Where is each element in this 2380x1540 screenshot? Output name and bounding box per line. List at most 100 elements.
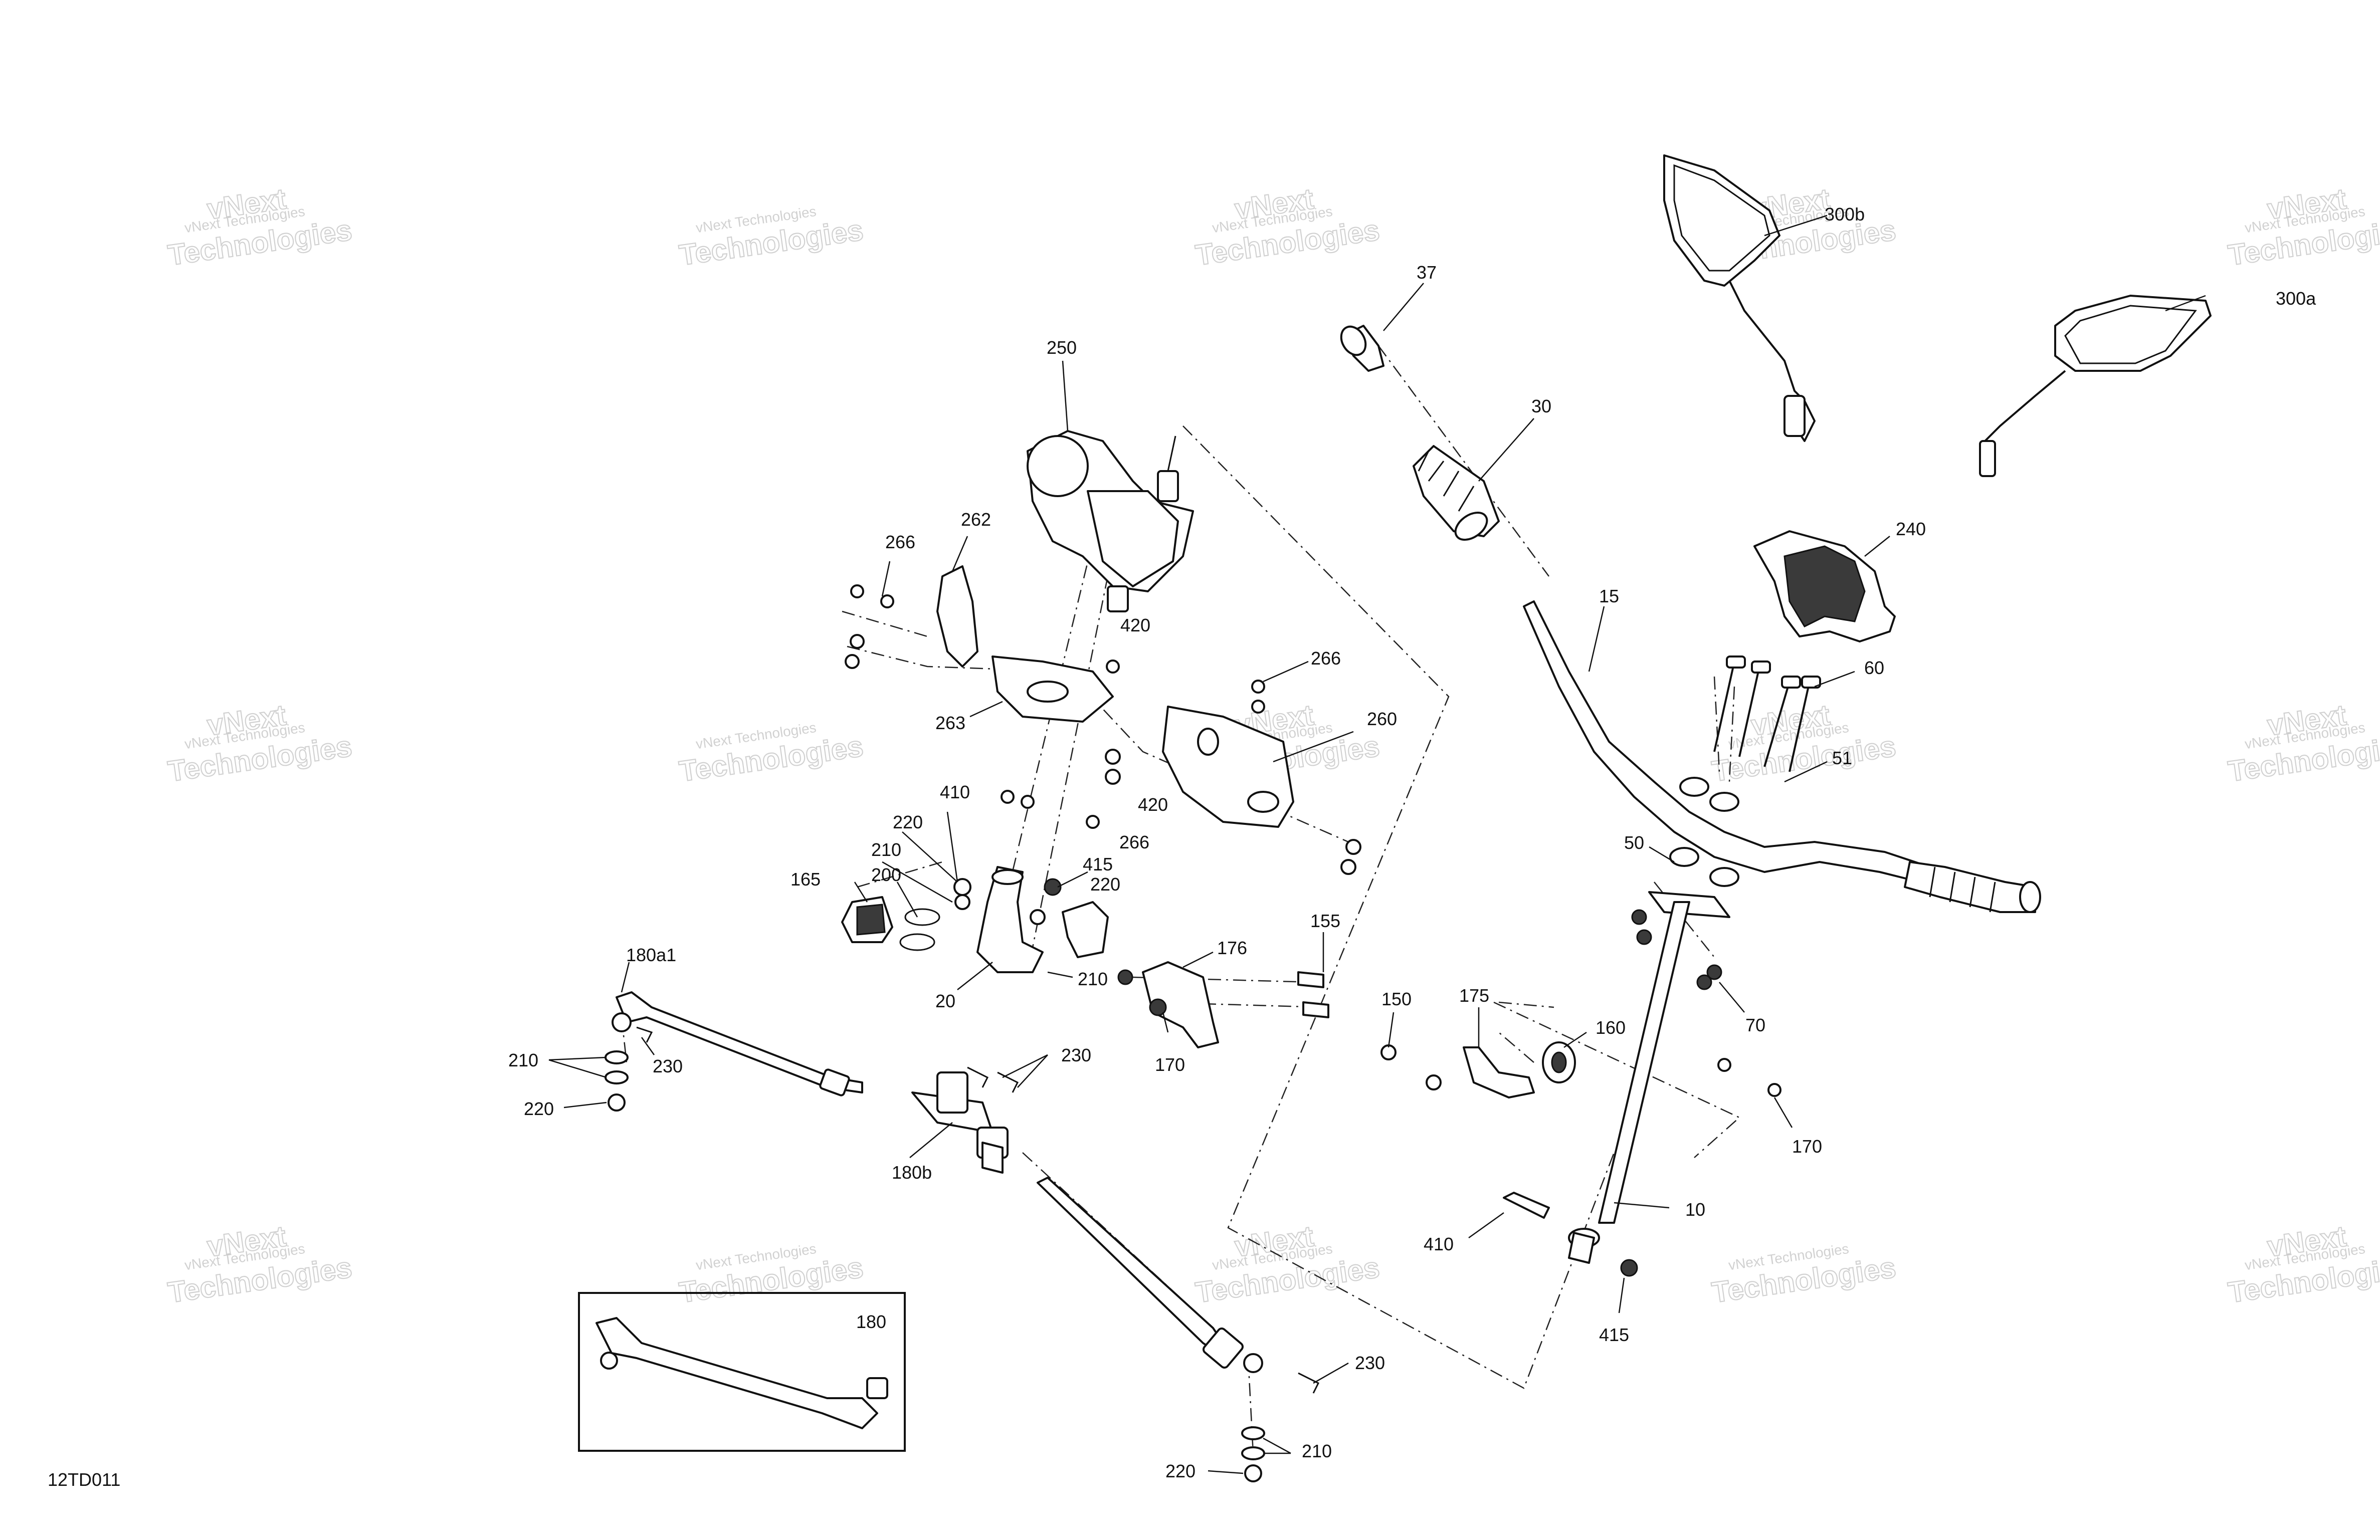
callout-15: 15 (1599, 586, 1619, 606)
callout-160: 160 (1596, 1017, 1626, 1038)
callout-165: 165 (790, 869, 821, 890)
callout-410b: 410 (1424, 1234, 1454, 1254)
nuts-70 (1631, 909, 1722, 990)
steering-column (1568, 901, 1690, 1264)
mirror-left (1663, 154, 1816, 442)
callout-266c: 266 (1119, 832, 1149, 852)
callout-262: 262 (961, 509, 991, 530)
inset-tie-rod-box (578, 1292, 906, 1452)
handlebar-clamps (1648, 777, 1739, 918)
assembly-line (1654, 882, 1715, 958)
callout-180: 180 (856, 1311, 886, 1332)
callout-220c: 220 (524, 1098, 554, 1119)
callout-263: 263 (935, 713, 965, 733)
handlebar-cover (1753, 530, 1896, 642)
bolt-410-lower (1503, 1192, 1550, 1219)
callout-410a: 410 (940, 782, 970, 802)
callout-210b: 210 (1078, 969, 1108, 989)
assembly-line (857, 861, 943, 888)
callout-labels: 37 30 300b 300a 250 262 266 420 266 263 … (48, 204, 2316, 1490)
bar-end-plug (1340, 325, 1384, 372)
callout-20: 20 (935, 991, 955, 1011)
assembly-line (842, 610, 928, 637)
callout-210c: 210 (508, 1050, 538, 1070)
watermark: vNext Technologies vNext Technologies (165, 182, 354, 272)
nut-415-lower (1620, 1259, 1638, 1277)
steering-actuator (1027, 430, 1194, 612)
watermark: vNext Technologies vNext Technologies (2226, 698, 2380, 788)
callout-200: 200 (871, 864, 901, 885)
watermark: vNext Technologies vNext Technologies (165, 698, 354, 788)
callout-155: 155 (1310, 911, 1340, 931)
nuts-150 (1380, 1044, 1781, 1097)
callout-240: 240 (1896, 519, 1926, 539)
washers-lower-right (1241, 1426, 1265, 1482)
callout-300b: 300b (1825, 204, 1865, 225)
bracket-263 (991, 655, 1114, 723)
assembly-line (1027, 551, 1114, 973)
leader-lines (548, 214, 2206, 1474)
callout-51: 51 (1832, 748, 1852, 768)
tie-rod-lower (1037, 1177, 1263, 1373)
watermark: vNext Technologies vNext Technologies (2226, 1219, 2380, 1309)
callout-220a: 220 (893, 812, 923, 832)
callout-176: 176 (1217, 938, 1247, 958)
cotter-pins (636, 1026, 1320, 1394)
callout-170a: 170 (1155, 1054, 1185, 1075)
callout-420a: 420 (1120, 615, 1150, 635)
clip-220 (1062, 901, 1109, 958)
callout-210a: 210 (871, 839, 901, 860)
assembly-line (1493, 1001, 1741, 1158)
callout-250: 250 (1047, 337, 1077, 358)
callout-180a1: 180a1 (626, 945, 676, 965)
callout-170b: 170 (1792, 1136, 1822, 1157)
bracket-260 (1162, 706, 1294, 828)
callout-210d: 210 (1302, 1441, 1332, 1461)
watermark: vNext Technologies Technologies (677, 1241, 866, 1309)
callout-300a: 300a (2276, 288, 2316, 309)
callout-70: 70 (1745, 1015, 1765, 1035)
watermark: vNext Technologies vNext Technologies (165, 1219, 354, 1309)
callout-175: 175 (1459, 985, 1489, 1006)
grip (1413, 445, 1500, 541)
bracket-262 (936, 565, 978, 668)
callout-60: 60 (1864, 657, 1884, 678)
rings-200 (899, 908, 940, 951)
callout-180b: 180b (892, 1162, 932, 1183)
callout-266a: 266 (885, 532, 915, 552)
small-bolts (845, 584, 1361, 875)
watermark: vNext Technologies Technologies (677, 203, 866, 272)
steering-knuckle (976, 866, 1044, 973)
assembly-line (1728, 686, 1735, 782)
tie-rod-upper (612, 991, 863, 1096)
callout-260: 260 (1367, 709, 1397, 729)
mirror-right (1979, 295, 2212, 477)
callout-220d: 220 (1165, 1461, 1196, 1481)
bolts-155 (1297, 971, 1329, 1018)
handlebar (1523, 600, 2041, 913)
callout-30: 30 (1531, 396, 1551, 416)
inset-frame (578, 1292, 906, 1452)
watermark: vNext Technologies vNext Technologies (2226, 182, 2380, 272)
assembly-line (1182, 425, 1615, 1389)
callout-230b: 230 (1061, 1045, 1091, 1065)
assembly-line (1377, 345, 1550, 577)
bushing-160 (1542, 1041, 1576, 1083)
watermark: vNext Technologies vNext Technologies (1193, 182, 1382, 272)
assembly-line (1498, 1001, 1554, 1008)
washers-lower-left (605, 1050, 629, 1112)
callout-420b: 420 (1138, 794, 1168, 815)
callout-10: 10 (1685, 1199, 1705, 1220)
watermark: vNext Technologies Technologies (1709, 1241, 1898, 1309)
bracket-176 (1117, 961, 1219, 1048)
watermark: vNext Technologies vNext Technologies (1193, 1219, 1382, 1309)
callout-220b: 220 (1090, 874, 1120, 895)
tie-rod-center (911, 1071, 1009, 1174)
callout-415a: 415 (1083, 854, 1113, 874)
bearing-165 (841, 896, 893, 943)
handlebar-bolts (1713, 655, 1821, 772)
callout-230a: 230 (653, 1056, 683, 1076)
assembly-line (1713, 676, 1720, 772)
callout-150: 150 (1381, 989, 1412, 1009)
